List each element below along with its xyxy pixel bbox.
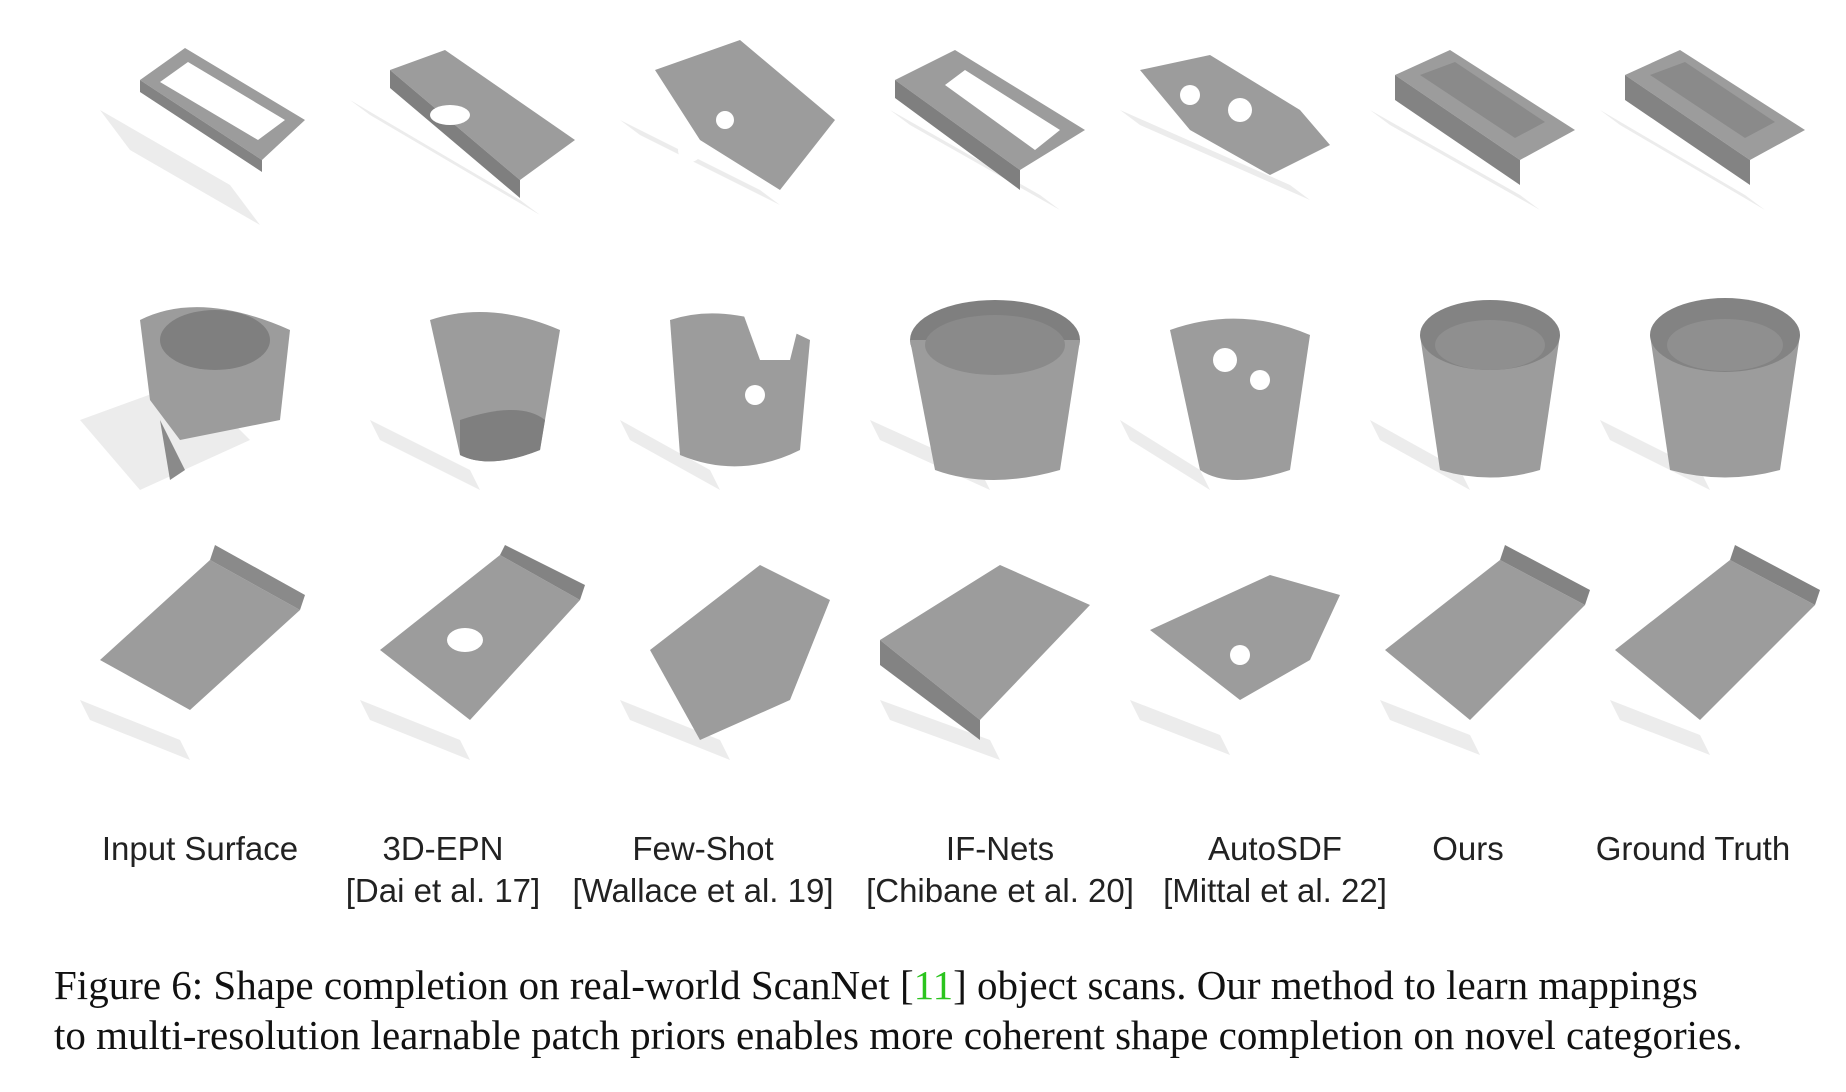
row-bed <box>80 545 1820 760</box>
render-bed-input <box>80 545 305 760</box>
column-label-autosdf: AutoSDF [Mittal et al. 22] <box>1135 828 1415 912</box>
column-title: Ours <box>1432 830 1504 867</box>
column-label-fewshot: Few-Shot [Wallace et al. 19] <box>563 828 843 912</box>
column-title: 3D-EPN <box>382 830 504 867</box>
render-bed-ifnets <box>880 565 1090 760</box>
render-cup-autosdf <box>1120 318 1310 490</box>
column-citation: [Dai et al. 17] <box>345 872 541 909</box>
render-cup-fewshot <box>620 305 810 490</box>
render-cup-groundtruth <box>1600 298 1800 490</box>
render-bed-autosdf <box>1130 575 1340 755</box>
render-tray-groundtruth <box>1600 50 1805 210</box>
column-citation: [Mittal et al. 22] <box>1163 872 1387 909</box>
column-label-ours: Ours <box>1328 828 1608 870</box>
column-label-3depn: 3D-EPN [Dai et al. 17] <box>303 828 583 912</box>
render-grid <box>80 40 1820 760</box>
column-label-ground-truth: Ground Truth <box>1553 828 1833 870</box>
caption-text: Figure 6: Shape completion on real-world… <box>54 962 914 1008</box>
column-title: IF-Nets <box>945 830 1055 867</box>
column-citation: [Chibane et al. 20] <box>866 872 1134 909</box>
caption-line-1: Figure 6: Shape completion on real-world… <box>54 960 1814 1010</box>
column-title: Ground Truth <box>1595 830 1791 867</box>
render-bed-groundtruth <box>1610 545 1820 755</box>
render-cup-input <box>80 307 290 490</box>
render-cup-3depn <box>370 312 560 490</box>
column-title: Input Surface <box>101 830 299 867</box>
render-cup-ours <box>1370 300 1560 490</box>
column-citation: [Wallace et al. 19] <box>572 872 834 909</box>
render-bed-ours <box>1380 545 1590 755</box>
figure-caption: Figure 6: Shape completion on real-world… <box>54 960 1814 1060</box>
render-cup-ifnets <box>870 300 1080 490</box>
render-bed-3depn <box>360 545 585 760</box>
column-label-input-surface: Input Surface <box>60 828 340 870</box>
row-cup <box>80 298 1800 490</box>
render-tray-autosdf <box>1120 55 1330 200</box>
column-title: AutoSDF <box>1208 830 1342 867</box>
render-tray-input <box>100 48 305 225</box>
render-tray-ifnets <box>890 50 1085 210</box>
caption-line-2: to multi-resolution learnable patch prio… <box>54 1012 1743 1058</box>
render-tray-3depn <box>350 50 575 215</box>
caption-text: ] object scans. Our method to learn mapp… <box>953 962 1698 1008</box>
row-tray <box>100 40 1805 225</box>
render-tray-fewshot <box>620 40 835 205</box>
column-label-ifnets: IF-Nets [Chibane et al. 20] <box>860 828 1140 912</box>
citation-link[interactable]: 11 <box>913 962 954 1008</box>
column-title: Few-Shot <box>632 830 774 867</box>
render-bed-fewshot <box>620 565 830 760</box>
render-tray-ours <box>1370 50 1575 210</box>
